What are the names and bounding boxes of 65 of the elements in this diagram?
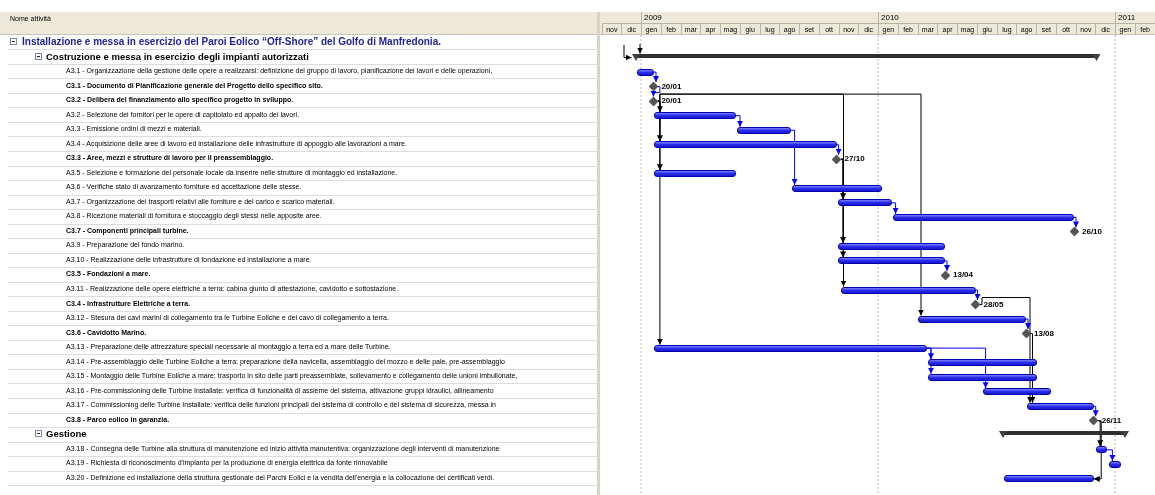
dependency-arrow — [1092, 405, 1099, 417]
task-bar — [982, 388, 1051, 396]
milestone-diamond — [1021, 329, 1031, 339]
dependency-arrow — [979, 297, 1033, 404]
milestone-date: 26/11 — [1101, 415, 1122, 426]
dependency-arrow — [656, 100, 663, 346]
dependency-arrow — [650, 86, 661, 98]
year-label: 2010 — [878, 12, 1115, 23]
milestone-diamond — [648, 96, 658, 106]
task-bar — [654, 141, 837, 149]
dependency-arrow — [653, 71, 659, 83]
dependency-arrow — [1025, 318, 1031, 330]
milestone-diamond — [940, 270, 950, 280]
task-bar — [928, 373, 1037, 381]
dependency-arrow — [944, 260, 950, 272]
task-bar — [654, 112, 736, 120]
dependency-arrow — [891, 202, 899, 215]
dependency-arrow — [974, 289, 981, 301]
dependency-arrow — [657, 93, 924, 317]
dependency-arrow — [1106, 449, 1116, 462]
task-bar — [837, 257, 945, 265]
summary-bar — [999, 431, 1129, 440]
milestone-diamond — [971, 300, 980, 310]
milestone-diamond — [1089, 416, 1099, 426]
milestone-diamond — [832, 154, 842, 164]
task-bar — [1096, 446, 1107, 454]
dependency-arrow — [926, 347, 934, 375]
milestone-date: 28/05 — [983, 299, 1004, 310]
dependency-arrow — [790, 129, 798, 186]
task-bar — [1004, 475, 1094, 483]
milestone-date: 20/01 — [661, 96, 682, 107]
task-bar — [892, 213, 1074, 221]
task-bar — [837, 199, 892, 207]
dependency-arrow — [623, 44, 632, 61]
task-name: Costruzione e messa in esercizio degli impianti autorizzati — [46, 50, 309, 63]
milestone-date: 13/04 — [953, 270, 974, 281]
task-bar — [654, 170, 736, 178]
task-bar — [737, 126, 791, 134]
dependency-arrow — [1097, 420, 1104, 447]
milestone-date: 20/01 — [661, 81, 682, 92]
task-bar — [654, 344, 927, 352]
milestone-date: 26/10 — [1082, 226, 1103, 237]
task-bar — [1027, 402, 1094, 410]
task-bar — [918, 315, 1026, 323]
dependency-arrow — [835, 144, 842, 156]
dependency-arrow — [637, 43, 643, 55]
dependency-arrow — [1073, 216, 1079, 228]
milestone-diamond — [648, 82, 658, 92]
dependency-arrow — [926, 347, 989, 389]
year-label: 2009 — [641, 12, 878, 23]
task-name: Installazione e messa in esercizio del Paroi Eolico “Off-Shore” del Golfo di Manfredonia. — [22, 36, 441, 48]
milestone-date: 27/10 — [844, 154, 865, 165]
year-label: 2011 — [1115, 12, 1155, 23]
dependency-arrow — [1093, 420, 1102, 482]
task-bar — [636, 68, 654, 76]
task-bar — [837, 242, 945, 250]
milestone-diamond — [1069, 227, 1079, 237]
task-bar — [928, 359, 1037, 367]
summary-bar — [631, 53, 1100, 62]
task-name: Gestione — [46, 428, 87, 441]
task-bar — [1109, 460, 1121, 468]
milestone-date: 13/08 — [1034, 328, 1055, 339]
dependency-arrow — [735, 115, 743, 128]
task-bar — [840, 286, 976, 294]
task-bar — [791, 184, 882, 192]
